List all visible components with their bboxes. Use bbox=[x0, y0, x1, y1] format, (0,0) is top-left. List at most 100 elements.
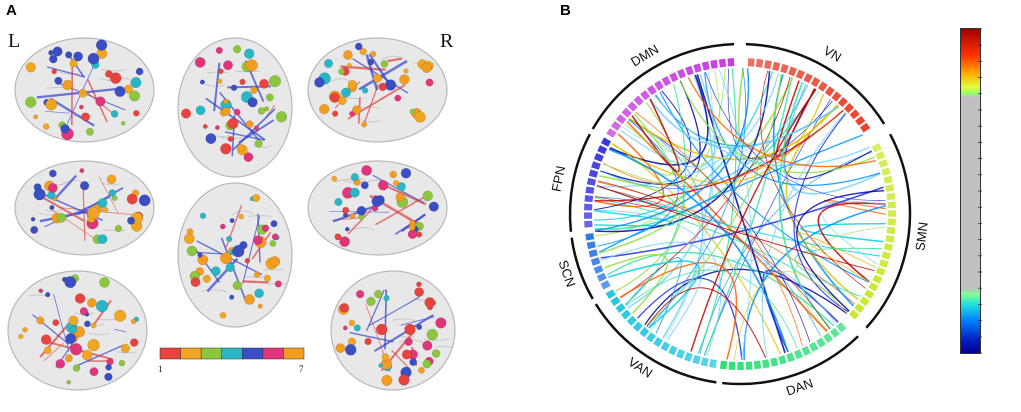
brain-node bbox=[95, 96, 106, 107]
node-block bbox=[588, 249, 598, 258]
node-block bbox=[590, 257, 601, 266]
brain-edge bbox=[242, 280, 269, 284]
panel-label-b: B bbox=[560, 2, 571, 19]
connection-chord bbox=[794, 247, 882, 297]
connection-chord bbox=[596, 184, 875, 272]
brain-node bbox=[334, 233, 342, 241]
node-block bbox=[596, 272, 607, 282]
node-block bbox=[584, 220, 593, 228]
brain-node bbox=[371, 195, 383, 208]
sulcus-line bbox=[391, 318, 415, 321]
connection-chord bbox=[601, 241, 705, 341]
sulcus-line bbox=[88, 332, 109, 336]
brain-node bbox=[197, 252, 203, 258]
brain-posterior bbox=[7, 270, 148, 391]
brain-edge bbox=[38, 194, 85, 222]
node-block bbox=[718, 58, 727, 68]
brain-node bbox=[60, 124, 70, 134]
connection-chord bbox=[631, 70, 721, 165]
brain-node bbox=[414, 287, 424, 297]
sulcus-line bbox=[360, 119, 382, 123]
connection-chord bbox=[593, 210, 675, 227]
connection-chord bbox=[654, 95, 871, 167]
network-arc bbox=[570, 237, 594, 300]
sulcus-line bbox=[435, 345, 452, 348]
brain-node bbox=[69, 326, 78, 334]
node-block bbox=[601, 137, 612, 147]
connection-chord bbox=[761, 112, 846, 358]
node-block bbox=[854, 303, 865, 314]
brain-node bbox=[30, 216, 36, 222]
node-block bbox=[610, 120, 622, 131]
node-block bbox=[728, 361, 736, 370]
connection-chord bbox=[648, 67, 747, 329]
brain-node bbox=[226, 235, 233, 243]
connection-chord bbox=[664, 71, 715, 340]
brain-node bbox=[229, 218, 235, 224]
connection-chord bbox=[626, 120, 828, 332]
sulcus-line bbox=[116, 351, 136, 354]
connection-chord bbox=[598, 175, 678, 254]
node-block bbox=[855, 115, 866, 126]
brain-node bbox=[18, 333, 24, 340]
brain-node bbox=[271, 233, 279, 241]
brain-lateral-right bbox=[307, 37, 448, 143]
brain-edge bbox=[368, 296, 420, 327]
brain-node bbox=[199, 79, 205, 85]
brain-node bbox=[36, 316, 45, 325]
brain-node bbox=[218, 68, 224, 75]
connection-chord bbox=[762, 269, 839, 353]
brain-node bbox=[89, 367, 99, 377]
brain-node bbox=[78, 88, 88, 98]
brain-node bbox=[243, 152, 254, 162]
brain-edge bbox=[114, 328, 127, 333]
brain-node bbox=[253, 125, 260, 131]
brain-node bbox=[338, 96, 347, 105]
node-block bbox=[615, 303, 626, 314]
node-block bbox=[764, 60, 772, 70]
left-hemisphere-label: L bbox=[8, 30, 21, 52]
brain-node bbox=[30, 225, 39, 234]
brain-node bbox=[257, 303, 263, 309]
node-block bbox=[887, 201, 896, 209]
node-block bbox=[810, 77, 821, 88]
brain-node bbox=[245, 120, 254, 129]
brain-node bbox=[65, 333, 77, 345]
brain-node bbox=[254, 139, 263, 148]
brain-node bbox=[353, 324, 361, 332]
brain-node bbox=[64, 354, 73, 363]
brain-node bbox=[217, 78, 223, 84]
node-block bbox=[795, 69, 805, 80]
brain-node bbox=[275, 111, 288, 123]
node-block bbox=[586, 241, 596, 250]
network-arc bbox=[591, 42, 735, 130]
brain-node bbox=[339, 236, 350, 247]
node-block bbox=[871, 143, 882, 153]
connection-chord bbox=[775, 80, 816, 157]
brain-node bbox=[418, 366, 425, 374]
node-block bbox=[755, 58, 764, 68]
brain-node bbox=[230, 84, 238, 92]
brain-node bbox=[95, 39, 108, 51]
connection-chord bbox=[635, 111, 803, 347]
connection-chord bbox=[625, 83, 686, 305]
brain-node bbox=[68, 315, 79, 326]
brain-node bbox=[369, 50, 377, 58]
brain-node bbox=[377, 179, 389, 191]
brain-node bbox=[422, 340, 433, 351]
brain-node bbox=[395, 192, 405, 202]
brain-node bbox=[99, 277, 110, 288]
node-block bbox=[762, 359, 770, 369]
brain-node bbox=[378, 363, 384, 368]
brain-node bbox=[114, 309, 127, 322]
node-block bbox=[710, 59, 718, 69]
connection-chord bbox=[823, 199, 887, 216]
brain-node bbox=[229, 294, 235, 300]
node-colorbar-segment bbox=[242, 347, 264, 360]
node-block bbox=[872, 274, 883, 284]
node-block bbox=[848, 309, 860, 320]
brain-edge bbox=[340, 65, 386, 72]
brain-node bbox=[247, 97, 258, 108]
brain-node bbox=[381, 374, 393, 386]
brain-edge bbox=[387, 57, 403, 63]
